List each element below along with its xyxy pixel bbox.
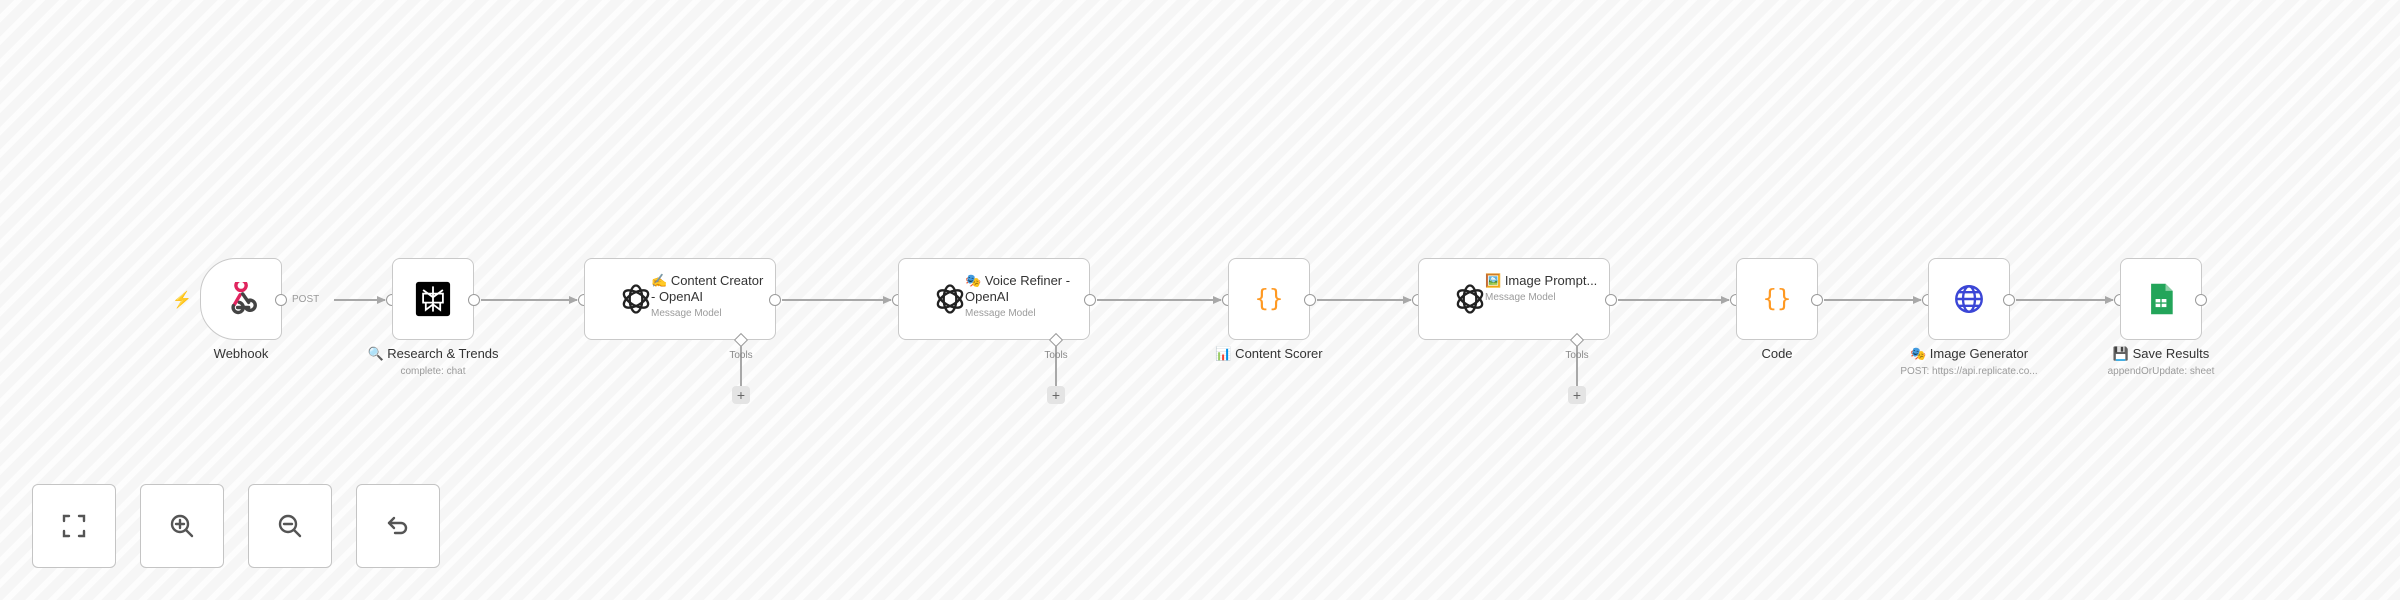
node-title-image-prompt: Image Prompt... [1504, 273, 1598, 288]
webhook-icon [222, 280, 260, 318]
node-label-image-generator: 🎭 Image Generator [1909, 346, 2029, 361]
node-sublabel-save-results: appendOrUpdate: sheet [2107, 366, 2215, 377]
node-research-trends[interactable] [392, 258, 474, 340]
node-webhook[interactable] [200, 258, 282, 340]
content-creator-output-handle[interactable] [769, 294, 781, 306]
node-subtitle-content-creator: Message Model [651, 308, 722, 319]
voice-refiner-output-handle[interactable] [1084, 294, 1096, 306]
node-label-webhook: Webhook [213, 346, 269, 361]
performing-arts-emoji: 🎭 [965, 273, 982, 288]
node-save-results[interactable] [2120, 258, 2202, 340]
fit-view-icon [62, 514, 86, 538]
svg-text:{}: {} [1763, 285, 1792, 313]
code-braces-icon: {} [1758, 280, 1796, 318]
perplexity-icon [414, 280, 452, 318]
tools-label: Tools [1044, 350, 1068, 361]
undo-button[interactable] [356, 484, 440, 568]
tools-label: Tools [729, 350, 753, 361]
add-tool-button[interactable]: + [732, 386, 750, 404]
fit-view-button[interactable] [32, 484, 116, 568]
node-subtitle-image-prompt: Message Model [1485, 292, 1556, 303]
edge-label-post: POST [292, 294, 320, 305]
undo-icon [387, 516, 408, 535]
webhook-output-handle[interactable] [275, 294, 287, 306]
openai-icon [617, 280, 655, 318]
node-title-content-creator: Content Creator - OpenAI [651, 273, 764, 304]
writing-hand-emoji: ✍️ [651, 273, 668, 288]
node-image-generator[interactable] [1928, 258, 2010, 340]
globe-icon [1950, 280, 1988, 318]
google-sheets-icon [2142, 280, 2180, 318]
node-subtitle-voice-refiner: Message Model [965, 308, 1036, 319]
node-image-prompt[interactable]: 🖼️ Image Prompt... Message Model [1418, 258, 1610, 340]
svg-text:{}: {} [1255, 285, 1284, 313]
framed-picture-emoji: 🖼️ [1485, 273, 1502, 288]
trigger-bolt-icon: ⚡ [172, 292, 192, 309]
openai-icon [1451, 280, 1489, 318]
zoom-in-icon [170, 514, 194, 538]
image-generator-output-handle[interactable] [2003, 294, 2015, 306]
node-content-creator[interactable]: ✍️ Content Creator - OpenAI Message Mode… [584, 258, 776, 340]
zoom-in-button[interactable] [140, 484, 224, 568]
research-output-handle[interactable] [468, 294, 480, 306]
tools-label: Tools [1565, 350, 1589, 361]
image-prompt-output-handle[interactable] [1605, 294, 1617, 306]
add-tool-button[interactable]: + [1568, 386, 1586, 404]
node-label-code: Code [1761, 346, 1793, 361]
zoom-out-button[interactable] [248, 484, 332, 568]
node-sublabel-image-generator: POST: https://api.replicate.co... [1900, 366, 2038, 377]
node-title-voice-refiner: Voice Refiner - OpenAI [965, 273, 1071, 304]
save-results-output-handle[interactable] [2195, 294, 2207, 306]
zoom-out-icon [278, 514, 302, 538]
content-scorer-output-handle[interactable] [1304, 294, 1316, 306]
node-voice-refiner[interactable]: 🎭 Voice Refiner - OpenAI Message Model [898, 258, 1090, 340]
node-code[interactable]: {} [1736, 258, 1818, 340]
node-content-scorer[interactable]: {} [1228, 258, 1310, 340]
openai-icon [931, 280, 969, 318]
node-label-research: 🔍 Research & Trends [367, 346, 499, 361]
node-sublabel-research: complete: chat [400, 366, 466, 377]
code-output-handle[interactable] [1811, 294, 1823, 306]
add-tool-button[interactable]: + [1047, 386, 1065, 404]
code-braces-icon: {} [1250, 280, 1288, 318]
node-label-content-scorer: 📊 Content Scorer [1215, 346, 1323, 361]
node-label-save-results: 💾 Save Results [2112, 346, 2210, 361]
